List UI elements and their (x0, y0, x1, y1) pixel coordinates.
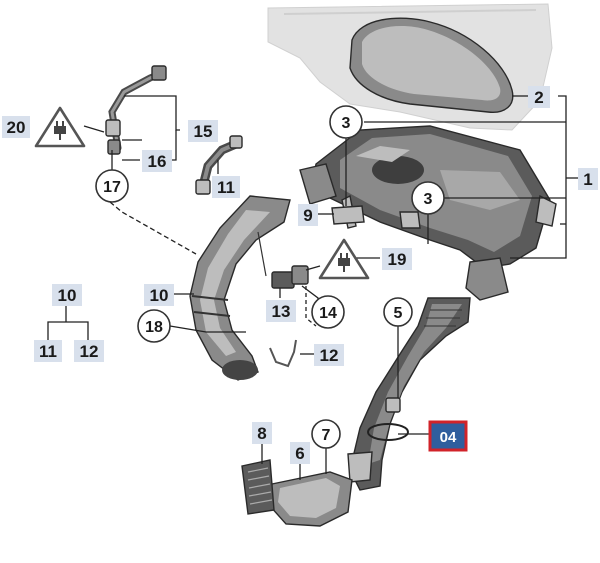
callout-10-duct[interactable]: 10 (144, 284, 174, 306)
svg-text:8: 8 (257, 424, 266, 443)
svg-text:11: 11 (217, 178, 235, 197)
callout-19[interactable]: 19 (382, 248, 412, 270)
svg-text:16: 16 (148, 152, 167, 171)
svg-text:7: 7 (322, 427, 331, 444)
part-2-cover-lid (349, 17, 514, 113)
svg-text:5: 5 (394, 305, 403, 322)
callout-6[interactable]: 6 (290, 442, 310, 464)
callout-7[interactable]: 7 (311, 419, 341, 449)
callout-9[interactable]: 9 (298, 204, 318, 226)
callout-20[interactable]: 20 (2, 116, 30, 138)
svg-text:9: 9 (303, 206, 312, 225)
callout-3-upper[interactable]: 3 (329, 105, 363, 139)
part-10-intake-duct (189, 195, 291, 381)
svg-text:19: 19 (388, 250, 407, 269)
callout-11-top[interactable]: 11 (212, 176, 240, 198)
connector-warning-20 (34, 106, 86, 148)
svg-text:14: 14 (319, 305, 337, 322)
part-12-clip (269, 339, 297, 368)
svg-text:3: 3 (424, 191, 433, 208)
svg-text:6: 6 (295, 444, 304, 463)
callout-04-highlight[interactable]: 04 (428, 420, 468, 452)
callout-5[interactable]: 5 (383, 297, 413, 327)
svg-text:20: 20 (7, 118, 26, 137)
callout-13[interactable]: 13 (266, 300, 296, 322)
part-9-block (331, 205, 365, 225)
svg-text:12: 12 (320, 346, 339, 365)
callout-18[interactable]: 18 (137, 309, 171, 343)
callout-15[interactable]: 15 (188, 120, 218, 142)
callout-12-tree[interactable]: 12 (74, 340, 104, 362)
svg-text:04: 04 (440, 429, 457, 446)
svg-text:3: 3 (342, 115, 351, 132)
callout-1[interactable]: 1 (578, 168, 598, 190)
callout-16[interactable]: 16 (142, 150, 172, 172)
svg-text:10: 10 (150, 286, 169, 305)
callout-8[interactable]: 8 (252, 422, 272, 444)
part-15-hose (105, 65, 167, 155)
callout-2[interactable]: 2 (528, 86, 550, 108)
svg-text:17: 17 (103, 179, 121, 196)
part-8-grille (241, 459, 275, 515)
svg-text:1: 1 (583, 170, 592, 189)
svg-text:10: 10 (58, 286, 77, 305)
leader-lines (47, 95, 578, 480)
part-6-scoop (269, 471, 353, 527)
triangle-plug-icon (338, 253, 350, 272)
part-5-lower-duct (347, 297, 471, 491)
svg-text:15: 15 (194, 122, 213, 141)
callout-12-clip[interactable]: 12 (314, 344, 344, 366)
callout-17[interactable]: 17 (95, 169, 129, 203)
callout-11-tree[interactable]: 11 (34, 340, 62, 362)
callout-14[interactable]: 14 (311, 295, 345, 329)
callout-3-lower[interactable]: 3 (411, 181, 445, 215)
svg-text:2: 2 (534, 88, 543, 107)
callout-10-tree[interactable]: 10 (52, 284, 82, 306)
connector-warning-19 (318, 238, 370, 280)
svg-text:11: 11 (39, 342, 57, 361)
part-13-sensor (257, 231, 309, 289)
part-11-small-hose (195, 135, 243, 195)
svg-text:18: 18 (145, 319, 163, 336)
triangle-plug-icon (54, 121, 66, 140)
svg-text:13: 13 (272, 302, 291, 321)
svg-text:12: 12 (80, 342, 99, 361)
